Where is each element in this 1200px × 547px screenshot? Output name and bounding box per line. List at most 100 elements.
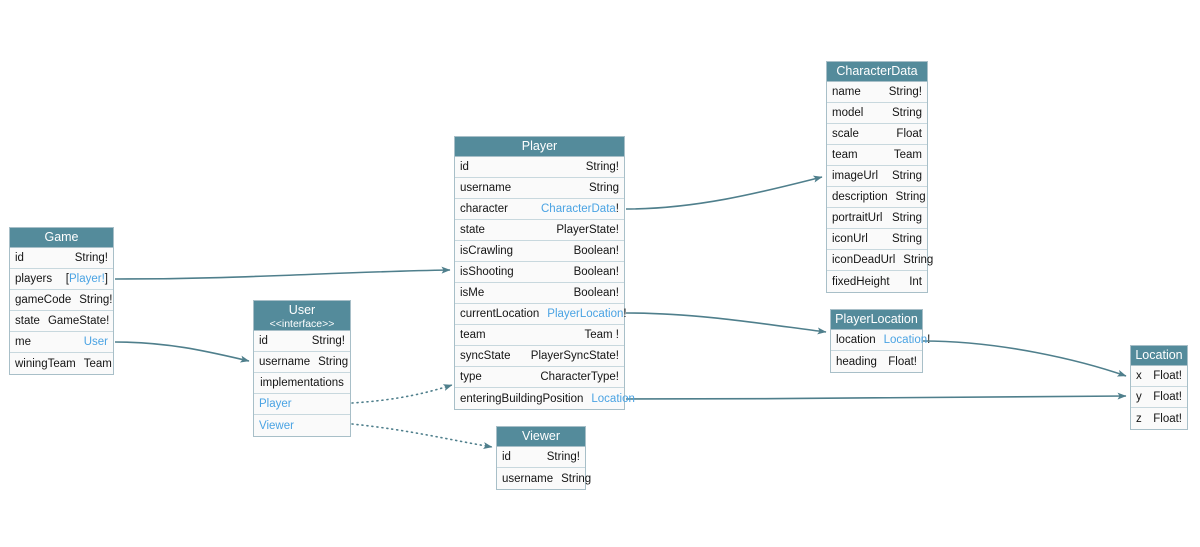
entity-name: PlayerLocation [835,312,918,326]
implementation-name: Viewer [259,419,294,432]
field-name: currentLocation [460,308,540,320]
field-row: id String! [497,447,585,468]
field-type: String [895,191,926,203]
field-name: state [460,224,485,236]
field-type-suffix: ! [927,334,931,346]
entity-name: CharacterData [836,64,918,78]
field-type: String! [311,335,345,347]
field-type: Float [896,128,922,140]
field-type-prefix: [ [65,273,69,285]
field-name: username [259,356,311,368]
field-type: String [588,182,619,194]
field-name: id [15,252,24,264]
entity-header-viewer: Viewer [497,427,585,447]
field-name: id [460,161,469,173]
field-name: username [502,472,554,485]
field-type: Team ! [584,329,619,341]
field-type: String! [79,294,113,306]
field-type: Location! [884,334,931,346]
field-type-link[interactable]: Location [883,334,928,346]
entity-header-characterdata: CharacterData [827,62,927,82]
field-row: description String [827,187,927,208]
field-name: iconDeadUrl [832,254,896,266]
field-row: team Team ! [455,325,624,346]
field-type-link[interactable]: Player! [69,273,105,285]
field-name: enteringBuildingPosition [460,392,584,405]
field-type-link[interactable]: CharacterData [541,203,616,215]
field-type: String [891,107,922,119]
entity-header-player: Player [455,137,624,157]
entity-name: Game [44,230,79,244]
field-type: String [318,356,349,368]
field-type: Boolean! [573,287,619,299]
field-type-link[interactable]: PlayerLocation [547,308,624,320]
edge-game-me-to-user [114,341,250,363]
entity-header-game: Game [10,228,113,248]
field-type-link[interactable]: User [83,336,108,348]
field-type-suffix: ! [623,308,627,320]
field-name: description [832,191,888,203]
field-name: iconUrl [832,233,868,245]
field-row: character CharacterData! [455,199,624,220]
field-name: id [502,451,511,463]
field-type-link[interactable]: Location [591,392,635,405]
field-row: iconDeadUrl String [827,250,933,271]
entity-header-playerlocation: PlayerLocation [831,310,922,330]
field-type: String! [74,252,108,264]
edge-user-viewer-implements [351,423,493,450]
field-name: portraitUrl [832,212,883,224]
field-type: String! [888,86,922,98]
field-type: User [84,336,108,348]
entity-name: Viewer [522,429,560,443]
field-row: implementations [254,373,350,394]
field-row: iconUrl String [827,229,927,250]
field-name: implementations [260,377,344,389]
field-name: heading [836,355,877,368]
field-type: String! [546,451,580,463]
field-type: String [891,233,922,245]
field-type: Boolean! [573,245,619,257]
field-name: team [460,329,486,341]
field-name: fixedHeight [832,275,890,288]
field-row: currentLocation PlayerLocation! [455,304,627,325]
field-row: username String [254,352,350,373]
field-row: enteringBuildingPosition Location [455,388,635,409]
field-name: location [836,334,876,346]
field-row: location Location! [831,330,930,351]
field-type: Float! [1153,391,1182,403]
field-type-suffix: ! [615,203,619,215]
implementation-row[interactable]: Player [254,394,350,415]
edge-user-player-implements [351,384,453,404]
field-type: String [891,170,922,182]
field-name: z [1136,412,1142,425]
implementation-row[interactable]: Viewer [254,415,350,436]
field-name: id [259,335,268,347]
field-type: PlayerLocation! [547,308,626,320]
field-type: String [903,254,934,266]
field-name: x [1136,370,1142,382]
field-type: [Player!] [66,273,108,285]
field-type: PlayerState! [556,224,619,236]
field-name: isCrawling [460,245,514,257]
field-type: PlayerSyncState! [530,350,619,362]
field-name: character [460,203,508,215]
